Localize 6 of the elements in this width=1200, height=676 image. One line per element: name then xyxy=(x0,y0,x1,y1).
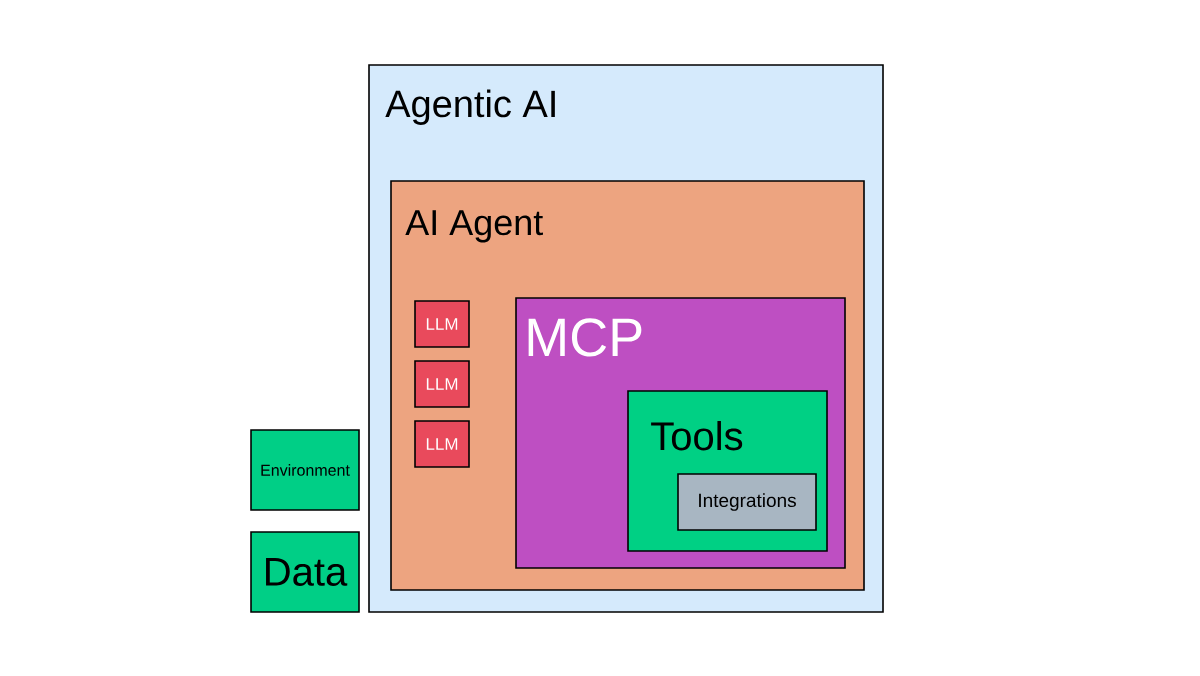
component-box: LLM xyxy=(414,420,470,468)
component-box: LLM xyxy=(414,300,470,348)
component-box: LLM xyxy=(414,360,470,408)
component-box: Integrations xyxy=(677,473,817,531)
component-box: Environment xyxy=(250,429,360,511)
component-box: Data xyxy=(250,531,360,613)
